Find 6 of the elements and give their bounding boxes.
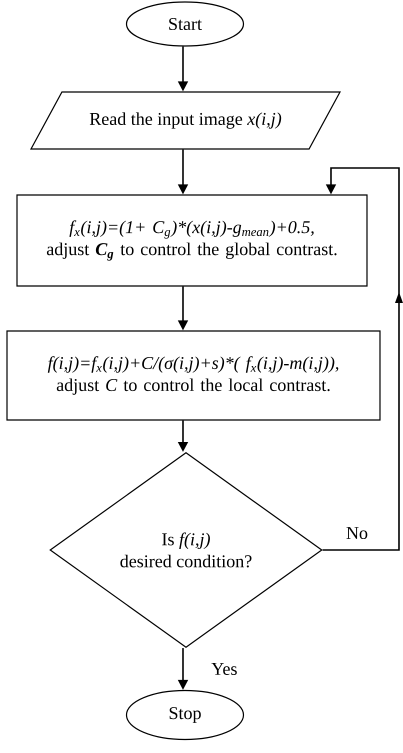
process-box: f$_{x}$(i,j)=(1+ C$_{g}$)*(x(i,j)-g$_{mean}$)+0.5, adjust C$_{g}$ to control the global contrast. bbox=[16, 194, 368, 287]
edge-label: Yes bbox=[210, 662, 239, 676]
edge-label: No bbox=[344, 526, 370, 540]
arrow bbox=[322, 167, 403, 551]
input-parallelogram: Read the input image x(i,j) bbox=[30, 91, 341, 150]
process-box: f(i,j)=f$_{x}$(i,j)+C/(σ(i,j)+s)*( f$_{x}$(i,j)-m(i,j)), adjust C to control the local contrast. bbox=[6, 330, 381, 421]
